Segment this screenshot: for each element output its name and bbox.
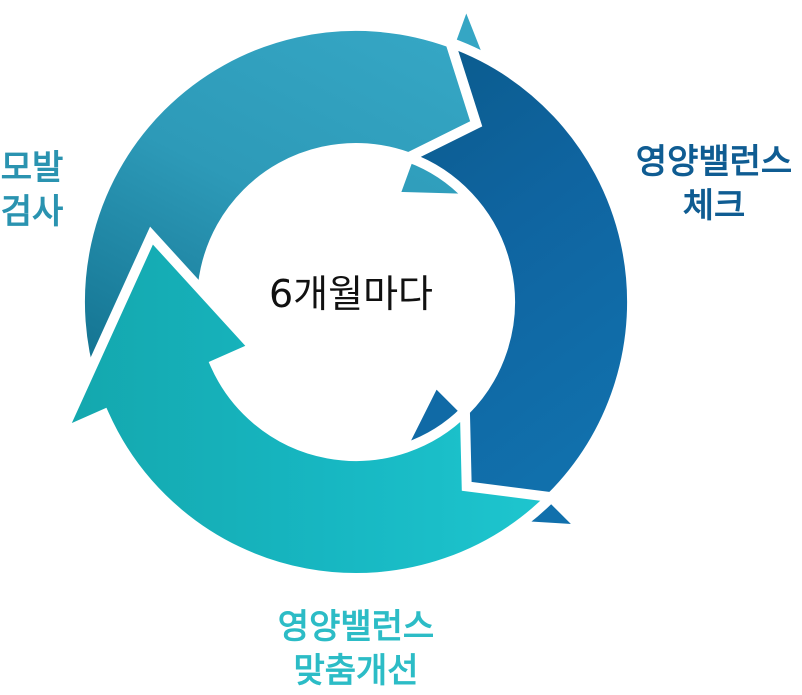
balance-check-label: 영양밸런스 체크	[636, 140, 792, 228]
balance-adjust-label-line-1: 영양밸런스	[277, 607, 435, 647]
hair-test-label-line-1: 모발	[0, 148, 64, 188]
balance-adjust-label-line-2: 맞춤개선	[293, 651, 419, 691]
balance-adjust-label: 영양밸런스 맞춤개선	[278, 605, 434, 693]
center-title: 6개월마다	[268, 272, 434, 316]
hair-test-label-line-2: 검사	[0, 192, 64, 232]
hair-test-label: 모발 검사	[1, 146, 64, 234]
balance-check-label-line-1: 영양밸런스	[635, 142, 793, 182]
balance-check-label-line-2: 체크	[682, 186, 746, 226]
balance-adjust-arrow	[51, 226, 562, 584]
balance-check-arrow	[359, 34, 638, 536]
arrow-layer	[51, 0, 638, 584]
